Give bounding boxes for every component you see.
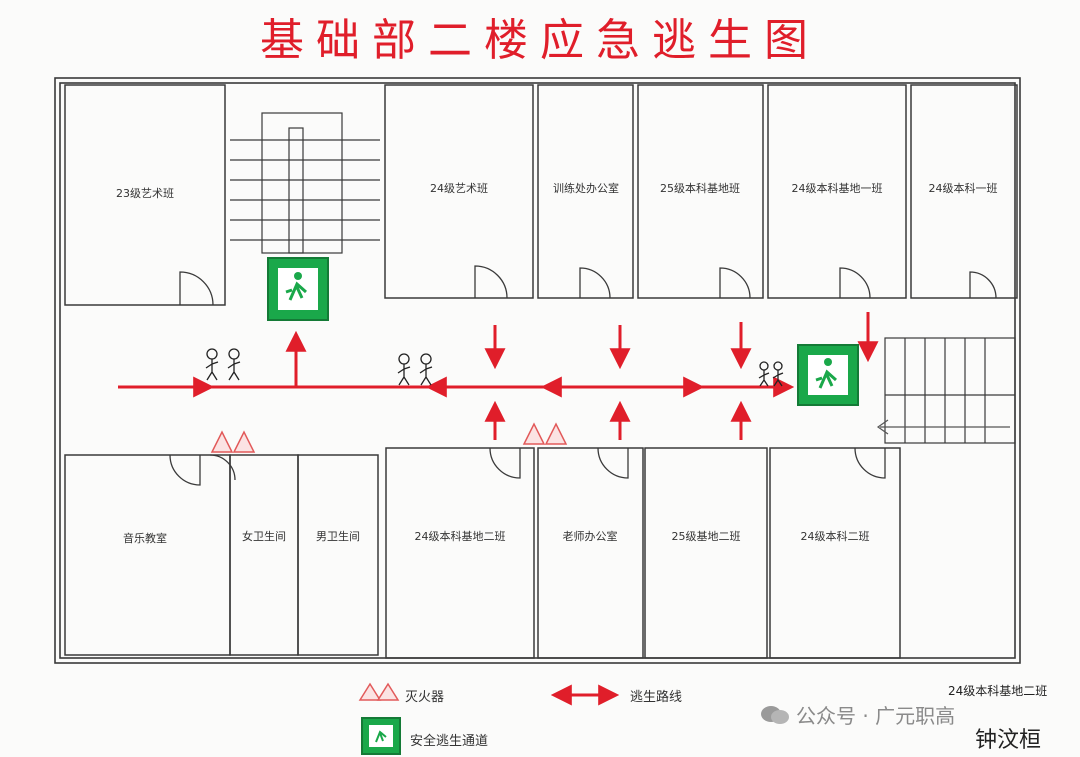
room-label-24-2: 24级本科二班 [800,530,870,543]
room-music [64,454,231,656]
room-24-1 [910,84,1018,299]
legend-exit-icon [361,717,401,755]
room-label-24-1: 24级本科一班 [928,182,998,195]
extinguisher-group-1 [210,430,256,453]
room-label-24-base-2: 24级本科基地二班 [414,530,506,543]
signature-class: 24级本科基地二班 [948,684,1048,698]
room-24-base-1 [767,84,907,299]
room-24-base-2 [385,447,535,659]
room-label-24-art: 24级艺术班 [430,182,488,195]
stairwell-right [876,337,1016,444]
room-23-art [64,84,226,306]
page-title: 基础部二楼应急逃生图 [260,15,820,66]
room-25-base [637,84,764,299]
watermark: 公众号 · 广元职高 [760,700,955,729]
room-label-female-wc: 女卫生间 [242,530,286,543]
person-figures [205,348,784,387]
escape-routes [118,312,879,440]
room-label-25-base: 25级本科基地班 [660,182,740,195]
room-24-art [384,84,534,299]
room-female-wc [229,454,299,656]
legend-extinguisher-label: 灭火器 [405,690,445,705]
room-label-23-art: 23级艺术班 [116,187,174,200]
legend-extinguisher-icon [358,682,400,701]
room-teacher-office [537,447,644,659]
room-25-base-2 [644,447,768,659]
room-label-music: 音乐教室 [123,532,167,545]
room-label-24-base-1: 24级本科基地一班 [791,182,883,195]
extinguisher-group-2 [522,422,568,445]
room-label-25-base-2: 25级基地二班 [671,530,741,543]
room-label-male-wc: 男卫生间 [316,530,360,543]
legend-exit-label: 安全逃生通道 [410,734,489,749]
doors [169,265,997,486]
exit-sign-right [797,344,859,406]
signature-name: 钟汶桓 [975,728,1042,753]
legend-route-label: 逃生路线 [630,690,683,705]
room-24-2 [769,447,901,659]
room-training-office [537,84,634,299]
wechat-icon [761,705,789,724]
watermark-text: 公众号 · 广元职高 [796,704,956,728]
room-label-training-office: 训练处办公室 [553,182,619,195]
exit-sign-left [267,257,329,321]
top-rooms [64,84,1018,306]
stairwell-left [230,112,380,254]
room-label-teacher-office: 老师办公室 [562,530,618,543]
room-male-wc [297,454,379,656]
bottom-rooms [64,447,901,659]
